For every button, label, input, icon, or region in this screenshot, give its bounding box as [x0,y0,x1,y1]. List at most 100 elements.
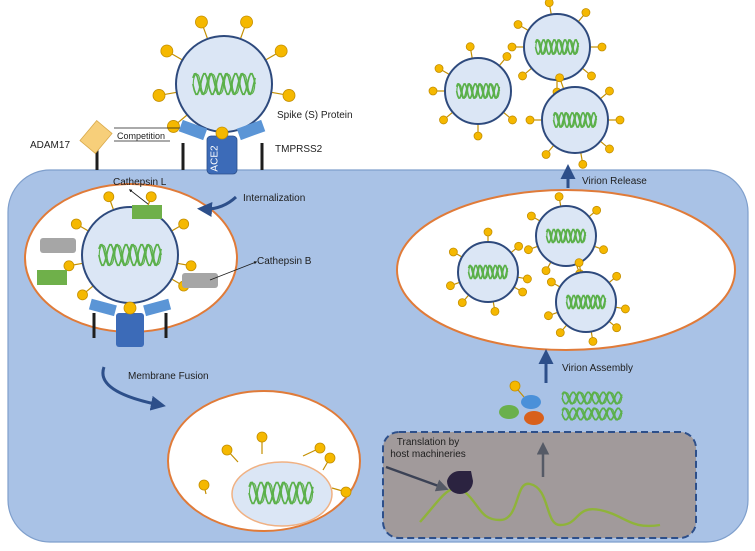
assembly-vesicle [396,189,736,351]
spike-protein-icon [152,89,166,102]
membrane-protein-icon [499,405,519,419]
tmprss2-arm [88,298,117,317]
spike-protein-icon [63,260,75,272]
spike-protein-icon [340,486,352,498]
rna-loop [535,39,542,55]
rna-loop [304,482,314,504]
rna-loop [477,83,484,99]
spike-protein-icon [256,431,268,443]
released-virions [428,0,625,169]
spike-protein-icon [439,115,448,125]
spike-protein-icon [526,211,536,221]
spike-protein-icon [145,191,157,203]
spike-protein-icon [541,150,551,159]
spike-protein-icon [167,120,180,133]
membrane-fusion-arrow [101,366,166,411]
cathepsin-b-pointer [209,261,258,281]
spike-protein-icon [314,442,326,454]
spike-protein-icon [446,281,455,291]
rna-helix-icon [561,391,623,405]
rna-strand [248,481,314,505]
virion-icon [525,73,625,169]
rna-loop [569,112,576,128]
spike-protein-icon [541,266,551,276]
adam17-protein [79,120,113,154]
internalization-arrow [197,195,238,217]
rna-loop [239,73,248,95]
rna-loop [472,83,479,99]
cathepsin-l-protein [132,205,162,219]
spike-protein-icon [546,277,556,287]
bound-spike-icon [215,126,229,140]
rna-loop [584,407,593,421]
rna-loop [153,244,162,266]
rna-loop [122,244,131,266]
spike-protein-icon [518,287,528,297]
spike-protein-icon [185,260,197,272]
rna-loop [145,244,154,266]
spike-protein-icon [103,191,115,203]
rna-loop [567,39,574,55]
rna-loop [208,73,217,95]
rna-loop [546,39,552,55]
spike-protein-icon [448,247,458,257]
adam17-label: ADAM17 [30,140,71,151]
rna-loop [231,73,240,95]
process-arrows [101,164,576,492]
virion-icon [507,0,607,97]
spike-protein-icon [555,328,565,338]
spike-protein-icon [525,115,535,125]
spike-protein-icon [612,271,622,281]
spike-protein-icon [513,20,523,29]
rna-loop [129,244,138,266]
rna-loop [556,39,563,55]
spike-protein-icon [428,86,438,96]
rna-helix-icon [455,83,501,99]
tmprss2-arm [236,119,266,141]
ribosome-icon [447,471,473,494]
spike-protein-icon [581,8,591,17]
spike-protein-icon [178,218,190,230]
translation-box [382,380,697,539]
envelope-protein-icon [521,395,541,409]
spike-protein-icon [282,89,296,102]
spike-protein-icon [578,159,588,169]
spike-protein-icon [612,323,622,333]
internalization-label: Internalization [243,193,306,204]
spike-protein-icon [620,304,630,314]
spike-protein-icon [160,44,174,58]
spike-protein-icon [514,241,524,251]
virion-assembly-label: Virion Assembly [562,363,633,374]
rna-strand [561,391,623,405]
rna-loop [553,112,560,128]
spike-protein-icon [522,274,532,284]
rna-loop [561,391,570,405]
rna-helix-icon [248,481,314,505]
rna-helix-icon [534,39,580,55]
rna-loop [600,295,606,309]
rna-loop [564,112,570,128]
spike-protein-icon [605,144,614,154]
spike-protein-icon [508,115,517,125]
spike-protein-icon [574,258,584,268]
rna-loop [288,482,298,504]
virion-release-label: Virion Release [582,176,647,187]
rna-loop [483,83,489,99]
rna-loop [562,39,568,55]
spike-protein-icon [507,42,517,52]
spike-protein-label: Spike (S) Protein [277,110,353,121]
rna-loop [200,73,209,95]
rna-loop [599,407,608,421]
rna-loop [106,244,115,266]
ace2-receptor-icon [116,313,144,347]
rna-loop [137,244,146,266]
cathepsin-b-protein [40,238,76,253]
nucleocapsid-protein-icon [524,411,544,425]
rna-loop [590,112,597,128]
rna-loop [551,39,558,55]
rna-loop [591,407,600,421]
rna-loop [216,73,225,95]
rna-loop [192,73,201,95]
